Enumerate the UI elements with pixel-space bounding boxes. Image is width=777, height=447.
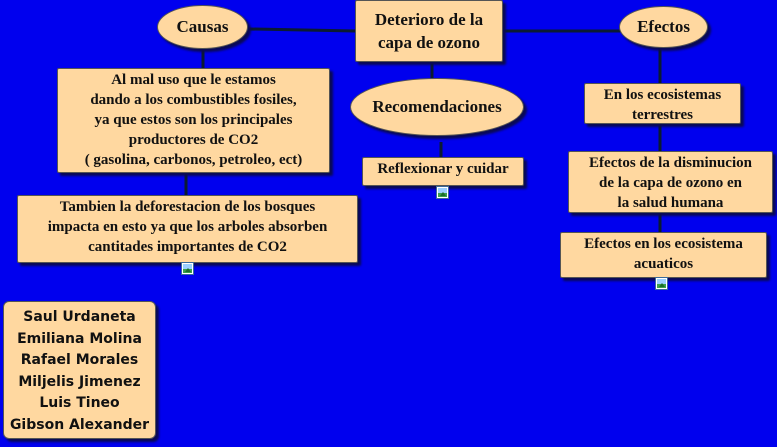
causa-deforestacion-node[interactable]: Tambien la deforestacion de los bosques … [17, 195, 358, 263]
recomendaciones-node[interactable]: Recomendaciones [350, 78, 524, 136]
authors-box: Saul Urdaneta Emiliana Molina Rafael Mor… [3, 301, 156, 439]
author-name: Miljelis Jimenez [18, 373, 141, 390]
author-name: Emiliana Molina [17, 330, 142, 347]
author-name: Rafael Morales [20, 352, 139, 368]
causas-node[interactable]: Causas [157, 5, 248, 49]
image-link-icon[interactable] [181, 262, 194, 275]
recomendacion-reflexionar-node[interactable]: Reflexionar y cuidar [362, 157, 524, 186]
recomendaciones-label: Recomendaciones [372, 97, 502, 116]
causas-label: Causas [176, 17, 229, 36]
author-name: Saul Urdaneta [23, 309, 136, 325]
image-link-icon[interactable] [436, 186, 449, 199]
author-name: Luis Tineo [39, 395, 120, 411]
causa-combustibles-node[interactable]: Al mal uso que le estamos dando a los co… [57, 68, 330, 173]
author-name: Gibson Alexander [9, 416, 150, 433]
efecto-acuaticos-node[interactable]: Efectos en los ecosistema acuaticos [560, 232, 767, 278]
image-link-icon[interactable] [655, 277, 668, 290]
efectos-label: Efectos [637, 17, 690, 36]
main-topic-node[interactable]: Deterioro de la capa de ozono [355, 0, 503, 62]
efecto-terrestres-node[interactable]: En los ecosistemas terrestres [584, 83, 741, 124]
efectos-node[interactable]: Efectos [619, 6, 708, 48]
efecto-salud-node[interactable]: Efectos de la disminucion de la capa de … [568, 151, 773, 213]
main-topic-title: Deterioro de la capa de ozono [374, 10, 484, 52]
